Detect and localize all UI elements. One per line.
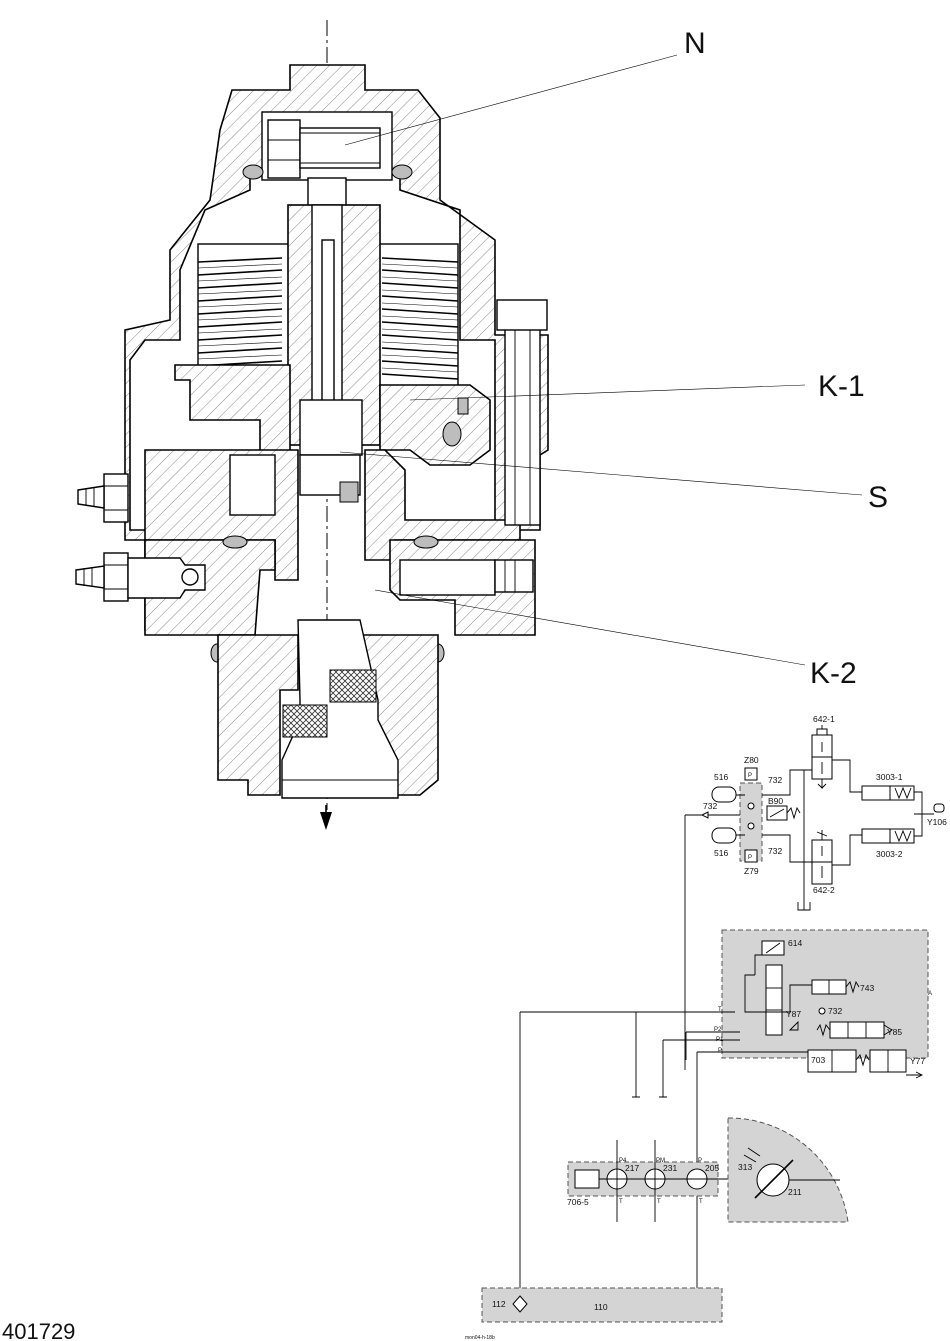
svg-text:T: T	[699, 1199, 703, 1205]
valve-y85	[829, 1021, 885, 1039]
svg-text:110: 110	[594, 1302, 608, 1312]
svg-text:732: 732	[768, 846, 782, 856]
svg-text:B90: B90	[768, 796, 783, 806]
bolt-head	[267, 119, 301, 179]
svg-text:732: 732	[768, 775, 782, 785]
svg-text:P: P	[748, 855, 752, 861]
leader-n	[344, 54, 678, 146]
file-reference: mon04-h-18b	[465, 1335, 495, 1341]
svg-text:P4: P4	[619, 1158, 627, 1164]
svg-text:T: T	[657, 1199, 661, 1205]
accumulator-bottom	[711, 827, 737, 844]
seal-top-left	[242, 164, 264, 180]
svg-text:706-5: 706-5	[567, 1197, 589, 1207]
sensor-y106-icon	[933, 803, 945, 813]
svg-text:205: 205	[705, 1163, 719, 1173]
side-bolt	[504, 304, 541, 526]
valve-cross-section: N K-1 S K-2	[75, 20, 888, 830]
brake-block-grey	[739, 782, 763, 862]
flow-arrow-icon	[320, 812, 332, 830]
svg-text:642-2: 642-2	[813, 885, 835, 895]
cross-hatched-insert-right	[329, 669, 377, 703]
accumulator-top	[711, 786, 737, 803]
svg-text:P2: P2	[714, 1027, 722, 1033]
callout-k2: K-2	[810, 657, 857, 690]
svg-text:P: P	[698, 1158, 702, 1164]
leader-k1	[409, 384, 806, 401]
seal-top-right	[391, 164, 413, 180]
svg-text:703: 703	[811, 1055, 825, 1065]
spring-stack-right	[381, 257, 459, 380]
svg-text:516: 516	[714, 772, 728, 782]
svg-text:642-1: 642-1	[813, 714, 835, 724]
cylinder-3003-2	[861, 828, 891, 844]
leader-s	[339, 451, 863, 496]
k1-housing	[174, 364, 291, 461]
bolt-shank	[299, 127, 381, 169]
valve-706-5	[574, 1169, 600, 1189]
callout-k1: K-1	[818, 370, 865, 403]
callout-s: S	[868, 481, 888, 514]
svg-text:3003-2: 3003-2	[876, 849, 903, 859]
svg-text:313: 313	[738, 1162, 752, 1172]
svg-text:T: T	[718, 1007, 722, 1013]
svg-text:Y85: Y85	[887, 1027, 902, 1037]
label-z80: Z80	[744, 755, 759, 765]
svg-text:T: T	[619, 1199, 623, 1205]
label-z79: Z79	[744, 866, 759, 876]
callout-n: N	[684, 27, 706, 60]
svg-text:A: A	[928, 991, 932, 997]
document-number: 401729	[2, 1319, 75, 1341]
fitting-upper	[77, 473, 129, 523]
svg-text:614: 614	[788, 938, 802, 948]
port-plug-right	[494, 559, 534, 593]
filter-112-icon	[512, 1295, 528, 1313]
svg-text:516: 516	[714, 848, 728, 858]
fitting-lower	[75, 552, 206, 602]
svg-text:217: 217	[625, 1163, 639, 1173]
leader-k2	[374, 589, 806, 666]
valve-y87	[765, 964, 783, 1036]
cross-hatched-insert-left	[282, 704, 328, 738]
svg-text:Y77: Y77	[910, 1056, 925, 1066]
svg-text:231: 231	[663, 1163, 677, 1173]
svg-text:112: 112	[492, 1299, 506, 1309]
svg-text:PM: PM	[656, 1158, 665, 1164]
svg-text:732: 732	[703, 801, 717, 811]
svg-text:Y87: Y87	[786, 1009, 801, 1019]
svg-text:3003-1: 3003-1	[876, 772, 903, 782]
bottom-housing	[217, 634, 299, 796]
cylinder-3003-1	[861, 785, 891, 801]
svg-text:211: 211	[788, 1187, 802, 1197]
hydraulic-schematic: P Z80 P Z79 516 516 732 732 732 B90 642-…	[481, 714, 947, 1323]
s-piston	[299, 399, 363, 456]
svg-text:Y106: Y106	[927, 817, 947, 827]
svg-text:P: P	[748, 773, 752, 779]
svg-text:732: 732	[828, 1006, 842, 1016]
svg-text:743: 743	[860, 983, 874, 993]
svg-text:P: P	[718, 1048, 722, 1054]
